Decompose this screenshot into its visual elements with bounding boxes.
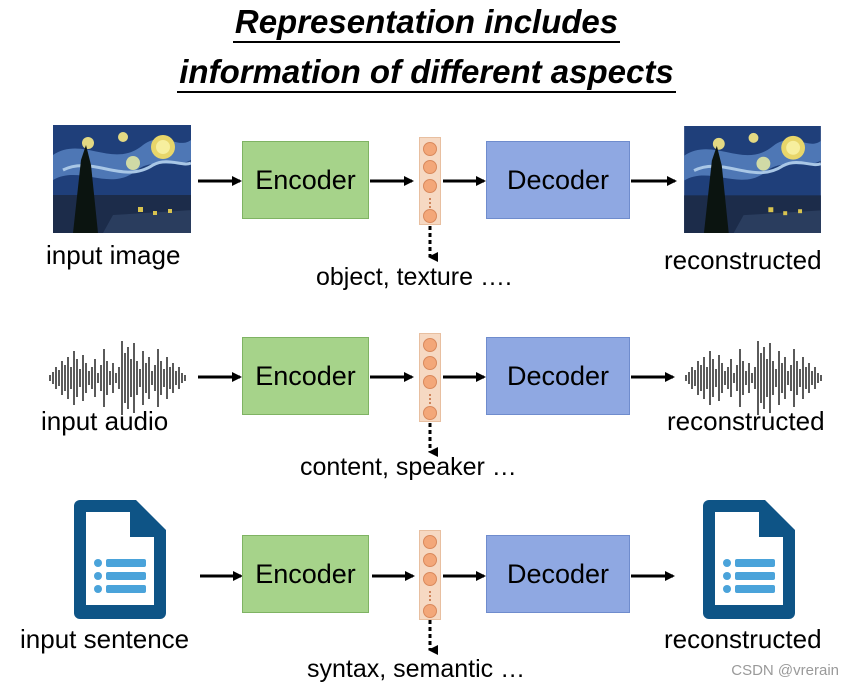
- latent-unit: [423, 553, 437, 567]
- title-line-1: Representation includes: [0, 3, 853, 43]
- latent-unit: [423, 209, 437, 223]
- decoder-label: Decoder: [506, 360, 610, 391]
- watermark: CSDN @vrerain: [731, 662, 839, 679]
- reconstructed-audio-waveform-icon: [685, 341, 822, 415]
- audio-waveform-icon: [49, 341, 186, 415]
- reconstructed-image: [684, 126, 821, 233]
- latent-unit: [423, 338, 437, 352]
- latent-unit: [423, 535, 437, 549]
- latent-unit: [423, 375, 437, 389]
- latent-unit: [423, 406, 437, 420]
- latent-vector: [419, 530, 441, 620]
- encoder-label: Encoder: [255, 558, 356, 589]
- decoder-box: Decoder: [486, 141, 630, 219]
- latent-vector: [419, 333, 441, 422]
- latent-unit: [423, 160, 437, 174]
- input-label: input image: [46, 240, 181, 270]
- decoder-label: Decoder: [506, 164, 610, 195]
- encoder-label: Encoder: [255, 360, 356, 391]
- output-label: reconstructed: [664, 624, 822, 654]
- reconstructed-document-icon: [703, 500, 795, 619]
- latent-unit: [423, 179, 437, 193]
- encoder-box: Encoder: [242, 535, 369, 613]
- aspect-label: syntax, semantic …: [307, 655, 526, 683]
- decoder-box: Decoder: [486, 535, 630, 613]
- input-label: input sentence: [20, 624, 190, 654]
- latent-vector: [419, 137, 441, 225]
- aspect-label: content, speaker …: [300, 453, 517, 481]
- decoder-label: Decoder: [506, 558, 610, 589]
- latent-unit: [423, 142, 437, 156]
- latent-unit: [423, 356, 437, 370]
- aspect-label: object, texture ….: [316, 263, 512, 291]
- output-label: reconstructed: [667, 406, 825, 436]
- decoder-box: Decoder: [486, 337, 630, 415]
- latent-unit: [423, 604, 437, 618]
- title-line-2: information of different aspects: [0, 53, 853, 93]
- starry-night-painting-image: [53, 125, 191, 233]
- encoder-box: Encoder: [242, 141, 369, 219]
- input-label: input audio: [41, 406, 169, 436]
- document-icon: [74, 500, 166, 619]
- output-label: reconstructed: [664, 245, 822, 275]
- latent-unit: [423, 572, 437, 586]
- encoder-label: Encoder: [255, 164, 356, 195]
- encoder-box: Encoder: [242, 337, 369, 415]
